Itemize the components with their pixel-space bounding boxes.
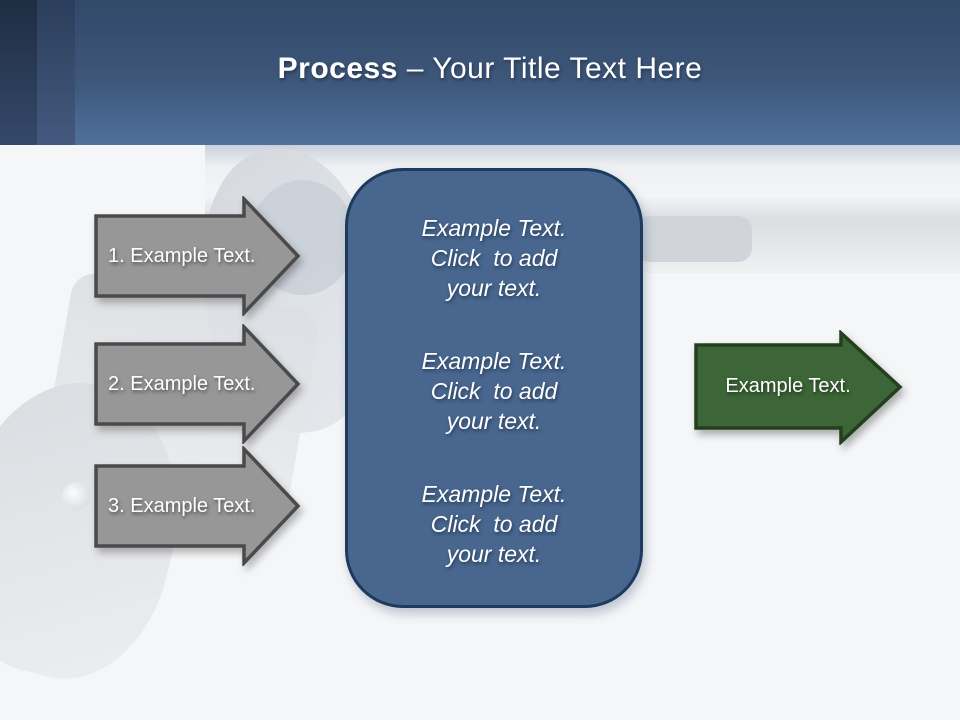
step-arrow-1-label: 1. Example Text. <box>108 244 256 267</box>
center-text-panel[interactable]: Example Text. Click to add your text. Ex… <box>345 168 643 608</box>
center-text-block-3[interactable]: Example Text. Click to add your text. <box>421 481 567 567</box>
result-arrow-label: Example Text. <box>725 375 851 397</box>
left-accent-stripe-light <box>37 0 75 145</box>
step-arrow-1[interactable]: 1. Example Text. <box>93 196 303 316</box>
result-arrow[interactable]: Example Text. <box>693 330 905 445</box>
step-arrow-3[interactable]: 3. Example Text. <box>93 446 303 566</box>
slide-title[interactable]: Process – Your Title Text Here <box>0 52 960 86</box>
right-arrow-shape <box>94 324 301 444</box>
slide-title-subtitle: – Your Title Text Here <box>406 52 703 85</box>
right-arrow-shape <box>94 446 301 566</box>
center-text-block-2[interactable]: Example Text. Click to add your text. <box>421 348 567 434</box>
right-arrow-shape <box>94 196 301 316</box>
step-arrow-3-label: 3. Example Text. <box>108 494 256 517</box>
background-gun-grip-screw <box>62 482 90 510</box>
right-arrow-shape <box>694 330 903 445</box>
background-gun-lug-image <box>636 216 752 262</box>
left-accent-stripe-dark <box>0 0 37 145</box>
step-arrow-2[interactable]: 2. Example Text. <box>93 324 303 444</box>
step-arrow-2-label: 2. Example Text. <box>108 372 256 395</box>
title-bar: Process – Your Title Text Here <box>0 0 960 145</box>
center-text-block-1[interactable]: Example Text. Click to add your text. <box>421 215 567 301</box>
slide-title-keyword: Process <box>277 52 398 85</box>
